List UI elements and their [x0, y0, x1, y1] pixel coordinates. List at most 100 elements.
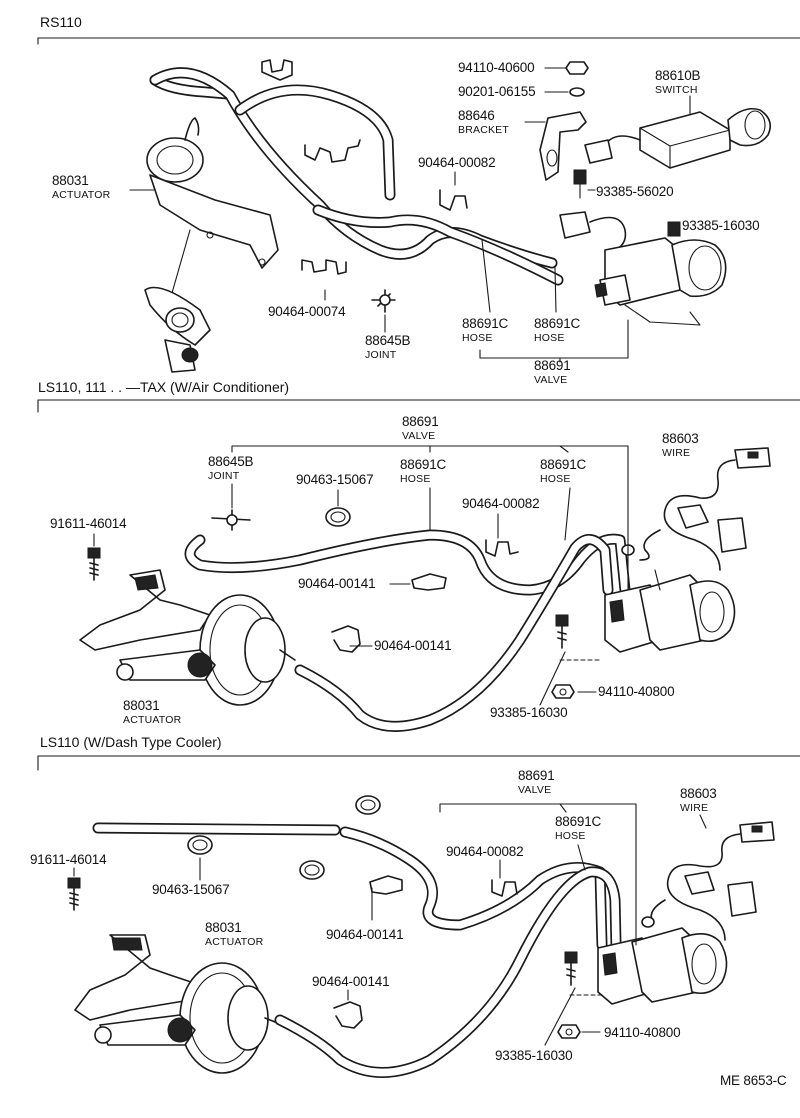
- label-90464-00082: 90464-00082: [446, 844, 523, 859]
- label-88031: 88031: [205, 920, 242, 935]
- nut-icon: [551, 684, 575, 699]
- label-90463-15067: 90463-15067: [296, 472, 373, 487]
- label-88691c-b: 88691C: [540, 457, 587, 472]
- section-title-ls110-ac: LS110, 111 . . —TAX (W/Air Conditioner): [38, 379, 289, 395]
- clip-90464-00141: [411, 573, 447, 591]
- label-88031: 88031: [52, 173, 89, 188]
- actuator-s3: [74, 934, 276, 1074]
- clamp-90463-15067: [187, 835, 213, 855]
- label-wire: WIRE: [662, 447, 690, 459]
- label-90201-06155: 90201-06155: [458, 84, 535, 99]
- label-88691c-a: 88691C: [400, 457, 447, 472]
- label-90464-00141-a: 90464-00141: [298, 576, 375, 591]
- hose-lines-s3: [92, 822, 622, 1078]
- label-88691: 88691: [402, 414, 439, 429]
- nut-icon: [557, 1024, 581, 1039]
- wire-88603-s3: [641, 821, 775, 941]
- label-actuator: ACTUATOR: [123, 714, 182, 726]
- label-valve: VALVE: [518, 784, 551, 796]
- label-88646: 88646: [458, 108, 495, 123]
- label-91611-46014: 91611-46014: [50, 516, 127, 531]
- hose-lines-s2: [184, 529, 631, 732]
- label-hose: HOSE: [555, 830, 586, 842]
- label-90464-00082: 90464-00082: [418, 155, 495, 170]
- label-93385-16030: 93385-16030: [495, 1048, 572, 1063]
- label-switch: SWITCH: [655, 84, 698, 96]
- label-wire: WIRE: [680, 802, 708, 814]
- actuator-diaphragm: [146, 117, 279, 301]
- section-divider: [37, 37, 800, 45]
- label-88691c: 88691C: [555, 814, 602, 829]
- label-88645b: 88645B: [365, 333, 411, 348]
- section-divider: [37, 399, 800, 413]
- fastener-stack: [539, 61, 589, 199]
- hose-lines-s1: [149, 67, 564, 286]
- label-bracket: BRACKET: [458, 124, 509, 136]
- screw-icon: [667, 221, 681, 237]
- section-ls110-dash: LS110 (W/Dash Type Cooler) 91611-46014: [30, 734, 800, 1088]
- actuator-linkage: [144, 286, 211, 373]
- clip-90464-00141: [333, 1001, 363, 1029]
- clip-90464-00082: [439, 189, 468, 211]
- label-88691c-b: 88691C: [534, 316, 581, 331]
- label-94110-40600: 94110-40600: [458, 60, 534, 75]
- label-88645b: 88645B: [208, 454, 254, 469]
- label-90464-00141-b: 90464-00141: [312, 974, 389, 989]
- joint-88645b-part: [371, 289, 396, 313]
- label-94110-40800: 94110-40800: [604, 1025, 680, 1040]
- section-divider: [37, 755, 800, 771]
- valve-88691-s3: [597, 927, 728, 1005]
- label-91611-46014: 91611-46014: [30, 852, 107, 867]
- screw-91611-46014: [87, 547, 101, 581]
- label-90464-00082: 90464-00082: [462, 496, 539, 511]
- clip-90464-00141: [331, 625, 361, 653]
- label-hose-a: HOSE: [462, 332, 493, 344]
- label-valve: VALVE: [534, 374, 567, 386]
- label-valve: VALVE: [402, 430, 435, 442]
- screw-91611-46014: [67, 877, 81, 911]
- clip-90464-00082: [485, 539, 519, 557]
- label-joint: JOINT: [365, 349, 397, 361]
- label-actuator: ACTUATOR: [205, 936, 264, 948]
- clip-90464-00082: [491, 879, 518, 897]
- valve-88691-s1: [559, 211, 727, 326]
- label-actuator: ACTUATOR: [52, 189, 111, 201]
- label-90464-00141-a: 90464-00141: [326, 927, 403, 942]
- label-88610b: 88610B: [655, 68, 701, 83]
- switch-88610b: [584, 107, 771, 169]
- section-rs110: RS110: [37, 14, 800, 386]
- actuator-s2: [79, 569, 296, 706]
- washer-icon: [569, 87, 585, 97]
- label-93385-16030: 93385-16030: [682, 218, 759, 233]
- label-94110-40800: 94110-40800: [598, 684, 674, 699]
- footer-code: ME 8653-C: [720, 1073, 787, 1088]
- label-93385-16030: 93385-16030: [490, 705, 567, 720]
- screw-icon: [573, 169, 587, 185]
- wire-88603-s2: [621, 447, 771, 571]
- bracket-part: [539, 111, 587, 181]
- label-88031: 88031: [123, 698, 160, 713]
- clamp-icon: [355, 795, 381, 815]
- clamp-icon: [299, 860, 325, 880]
- label-hose-a: HOSE: [400, 473, 431, 485]
- label-93385-56020: 93385-56020: [596, 184, 673, 199]
- label-88691: 88691: [518, 768, 555, 783]
- valve-88691-s2: [604, 569, 736, 653]
- section-title-rs110: RS110: [40, 14, 82, 30]
- section-ls110-ac: LS110, 111 . . —TAX (W/Air Conditioner) …: [37, 379, 800, 732]
- nut-icon: [565, 61, 589, 75]
- label-hose-b: HOSE: [540, 473, 571, 485]
- clamp-90463-15067: [325, 507, 351, 527]
- screw-icon: [555, 614, 569, 627]
- section-title-ls110-dash: LS110 (W/Dash Type Cooler): [40, 734, 222, 750]
- label-90464-00141-b: 90464-00141: [374, 638, 451, 653]
- clip-90464-00141: [369, 875, 403, 895]
- label-88603: 88603: [662, 431, 699, 446]
- label-90464-00074: 90464-00074: [268, 304, 346, 319]
- clip-group-top: [261, 59, 361, 275]
- label-88603: 88603: [680, 786, 717, 801]
- label-88691c-a: 88691C: [462, 316, 509, 331]
- screw-icon: [564, 951, 578, 964]
- label-88691: 88691: [534, 358, 571, 373]
